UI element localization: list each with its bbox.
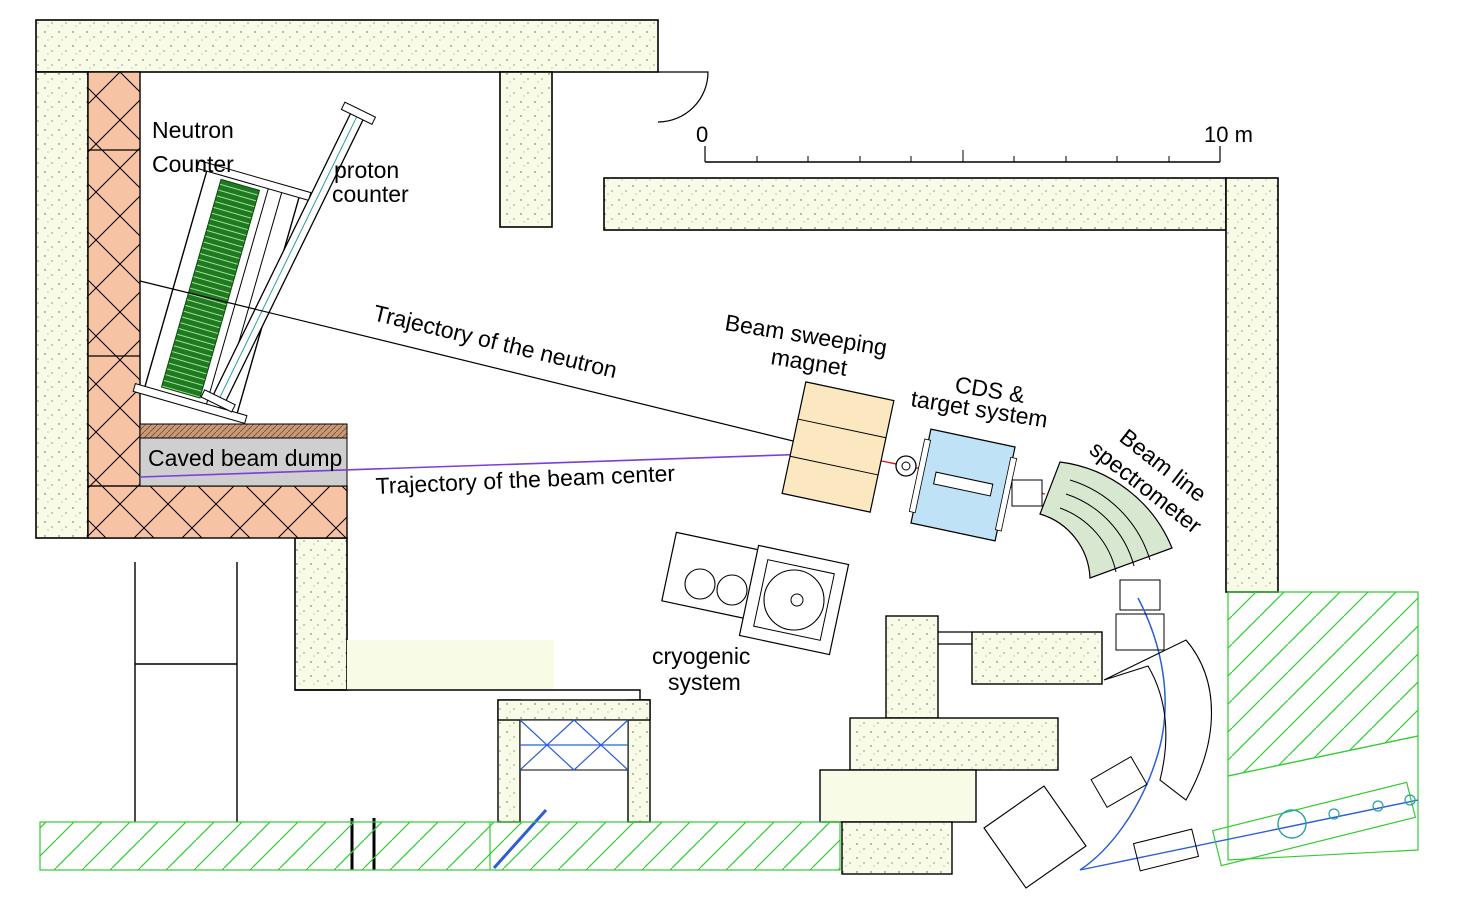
neutron-counter-label-line1: Neutron [152, 117, 234, 143]
neutron-trajectory-line [139, 280, 843, 454]
blue-cross-block [519, 719, 629, 771]
beam-center-trajectory-line [139, 452, 843, 478]
beam-trajectory-label: Trajectory of the beam center [375, 460, 676, 499]
green-hatched-zones [39, 591, 1419, 871]
caved-beam-dump-label: Caved beam dump [148, 445, 342, 471]
concrete-walls [35, 19, 1279, 875]
proton-counter [200, 101, 377, 413]
cryogenic-label-line2: system [668, 669, 741, 695]
beam-sweeping-magnet [781, 381, 895, 513]
cds-target-system [908, 428, 1018, 542]
neutron-counter [132, 160, 312, 424]
beam-line-spectrometer [1011, 461, 1173, 611]
caved-beam-dump [139, 437, 348, 487]
target-flange [895, 455, 917, 477]
cryogenic-label-line1: cryogenic [652, 643, 750, 669]
proton-counter-label-line2: counter [332, 181, 409, 207]
neutron-trajectory-label: Trajectory of the neutron [371, 300, 620, 384]
iron-shield [87, 71, 348, 539]
scale-zero-label: 0 [696, 122, 708, 147]
scale-bar: 0 10 m [696, 122, 1253, 163]
neutron-counter-label-line2: Counter [152, 151, 234, 177]
door-arc [657, 71, 709, 123]
cryogenic-system [661, 531, 850, 656]
proton-counter-label-line1: proton [334, 157, 399, 183]
downstream-beam-line [983, 597, 1419, 889]
scale-ten-label: 10 m [1204, 122, 1253, 147]
